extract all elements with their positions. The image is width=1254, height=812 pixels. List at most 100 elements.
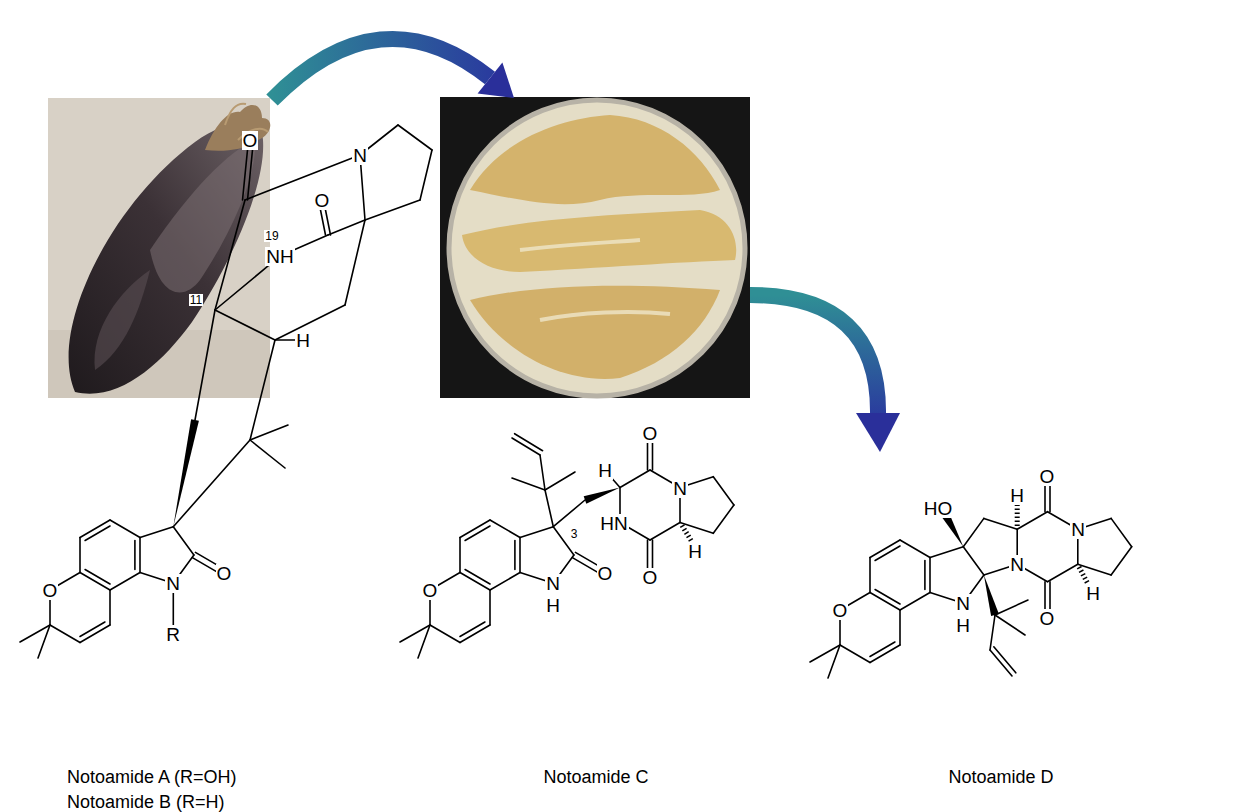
atom-label: NH <box>265 247 294 266</box>
bond-line <box>540 455 545 490</box>
bond-line <box>215 310 275 340</box>
atom-label: R <box>165 625 181 644</box>
bond-line <box>713 477 734 505</box>
shape-part <box>478 62 514 98</box>
bond-line <box>650 523 680 541</box>
shape-part <box>984 575 999 616</box>
compound-name: Notoamide A (R=OH) <box>67 768 237 786</box>
atom-label: H <box>1085 584 1101 603</box>
bond-line <box>1044 484 1046 512</box>
bond-line <box>250 340 275 440</box>
bond-line <box>620 470 650 488</box>
atom-label: N <box>672 479 688 498</box>
atom-label: HN <box>599 514 628 533</box>
bond-line <box>195 310 215 420</box>
petri-dish-photo <box>440 97 750 398</box>
bond-line <box>365 200 420 220</box>
atom-label: N <box>1009 555 1025 574</box>
bond-line <box>515 434 543 451</box>
chemical-structure <box>400 434 734 658</box>
atom-label: HO <box>923 499 954 518</box>
bond-line <box>984 518 1017 529</box>
drawn-path <box>520 240 670 320</box>
bond-line <box>647 440 649 470</box>
atom-label: O <box>422 581 439 600</box>
bond-line <box>1015 505 1020 526</box>
atom-label: O <box>314 191 331 210</box>
bond-line <box>682 526 692 543</box>
svg-part <box>449 100 745 396</box>
atom-label: H <box>687 542 703 561</box>
bond-line <box>995 615 1025 635</box>
bond-line <box>994 647 1016 673</box>
bond-line <box>243 150 248 200</box>
bond-line <box>990 650 1012 676</box>
process-arrow <box>750 295 900 452</box>
bond-line <box>1017 512 1047 530</box>
compound-name: Notoamide B (R=H) <box>67 793 225 811</box>
compound-name: Notoamide D <box>948 768 1053 786</box>
svg-part <box>440 97 750 398</box>
locant-number: 19 <box>264 230 279 242</box>
bond-line <box>328 220 365 235</box>
ring-fragment <box>810 540 984 678</box>
bond-line <box>420 150 432 200</box>
atom-label: O <box>242 131 259 150</box>
shape-part <box>584 488 620 504</box>
drawn-path <box>470 286 720 379</box>
bond-line <box>345 220 365 305</box>
drawn-path <box>470 115 720 204</box>
bond-line <box>1049 484 1051 512</box>
ring-fragment <box>20 520 194 658</box>
bond-line <box>990 615 995 650</box>
bond-line <box>1048 564 1078 582</box>
atom-label: H <box>955 616 971 635</box>
atom-label: N <box>955 594 971 613</box>
bond-line <box>713 505 734 533</box>
bond-line <box>1111 547 1132 575</box>
bond-line <box>325 205 331 235</box>
bond-line <box>398 125 432 150</box>
drawn-path <box>750 295 878 415</box>
shape-part <box>173 419 199 527</box>
atom-label: O <box>42 581 59 600</box>
atom-label: N <box>545 574 561 593</box>
svg-part <box>48 98 270 398</box>
atom-label: N <box>352 146 368 165</box>
shape-part <box>856 413 900 452</box>
chemical-structure <box>810 484 1132 678</box>
drawn-path <box>272 39 490 100</box>
bond-line <box>680 523 713 534</box>
atom-label: N <box>1070 520 1086 539</box>
atom-label: O <box>832 601 849 620</box>
bond-line <box>250 425 288 440</box>
bond-line <box>647 540 649 570</box>
bond-line <box>215 200 245 310</box>
bond-line <box>245 155 360 200</box>
atom-label: O <box>597 564 614 583</box>
drawn-path <box>150 140 255 292</box>
atom-label: O <box>216 564 233 583</box>
bond-line <box>173 440 250 527</box>
drawn-path <box>69 123 264 394</box>
chemical-structure <box>20 125 432 658</box>
bond-line <box>652 540 654 570</box>
atom-label: H <box>545 596 561 615</box>
atom-label: O <box>1039 609 1056 628</box>
mussel-photo <box>48 98 270 398</box>
bond-line <box>360 155 365 220</box>
atom-label: H <box>295 331 311 350</box>
bond-line <box>248 150 253 200</box>
atom-label: N <box>165 574 181 593</box>
bond-line <box>512 478 545 490</box>
ring-fragment <box>400 520 574 658</box>
atom-label: O <box>642 424 659 443</box>
bond-line <box>1079 567 1088 584</box>
bond-line <box>250 440 285 468</box>
bond-line <box>545 490 553 527</box>
process-arrow <box>272 39 514 100</box>
bond-line <box>1049 582 1051 609</box>
